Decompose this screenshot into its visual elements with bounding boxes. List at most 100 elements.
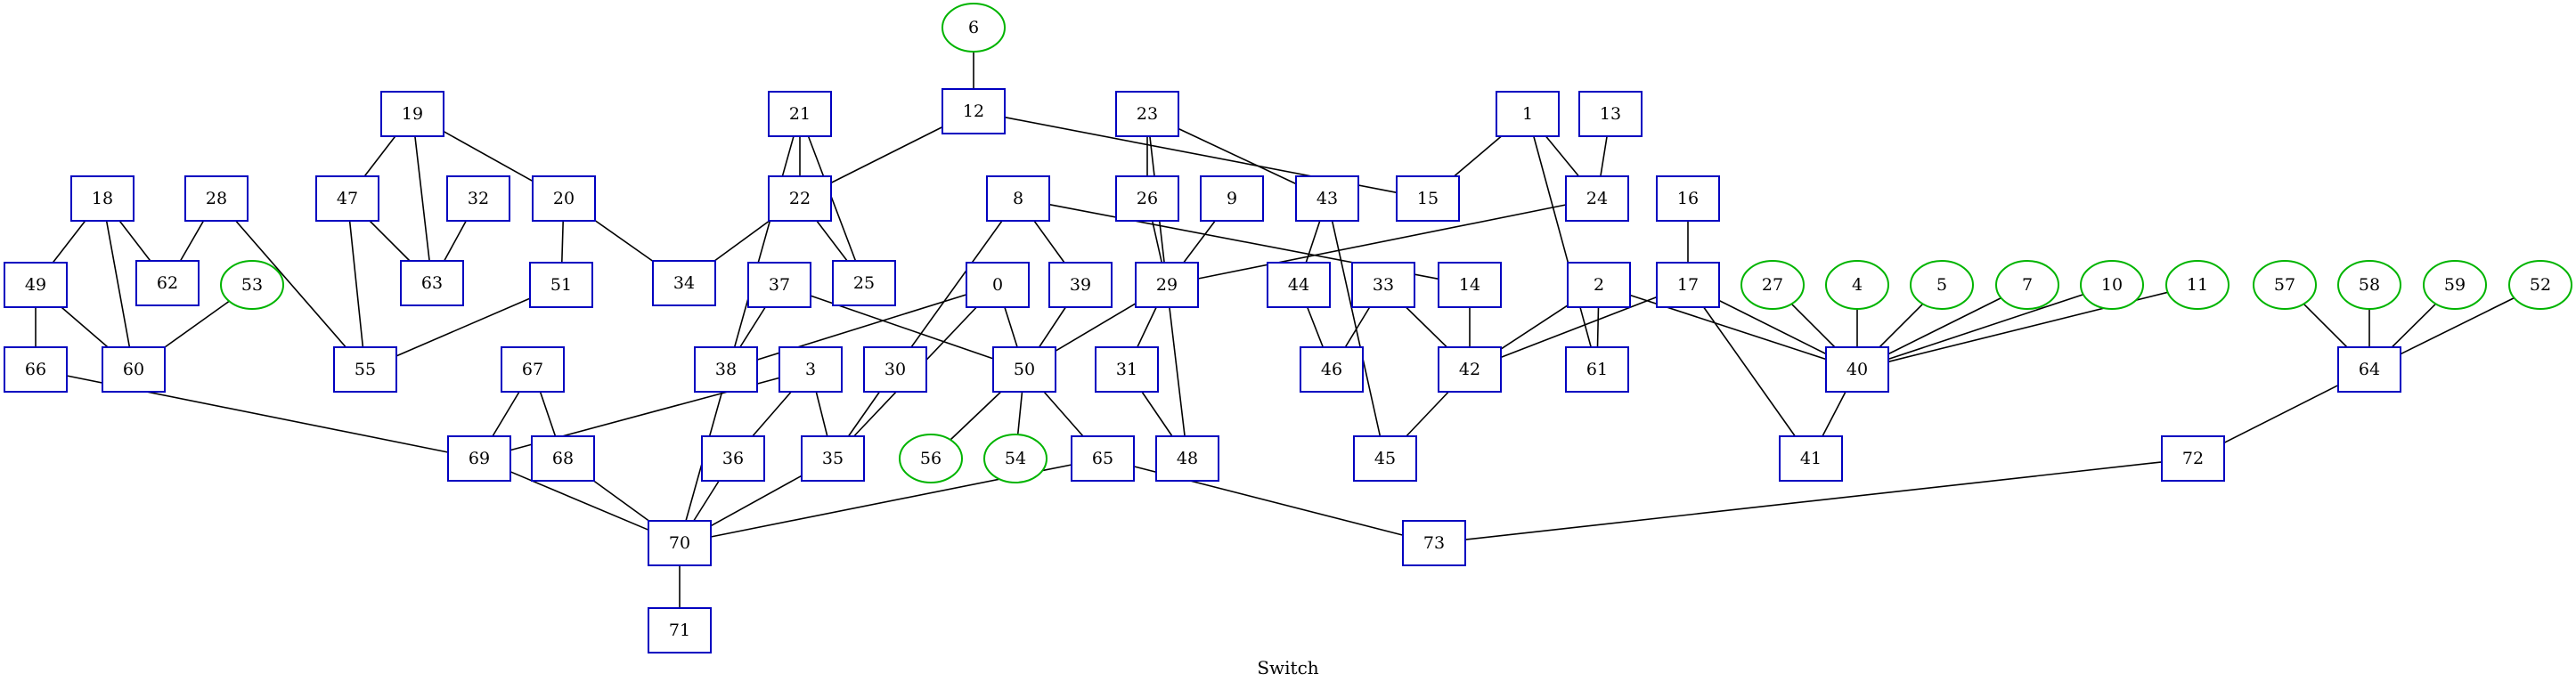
switch-node-45[interactable]: 45 <box>1353 435 1417 482</box>
host-ellipse <box>220 260 284 310</box>
switch-node-29[interactable]: 29 <box>1135 262 1199 308</box>
switch-node-38[interactable]: 38 <box>694 346 758 393</box>
switch-node-18[interactable]: 18 <box>70 175 135 222</box>
switch-node-19[interactable]: 19 <box>380 91 444 137</box>
switch-node-42[interactable]: 42 <box>1438 346 1502 393</box>
switch-node-14[interactable]: 14 <box>1438 262 1502 308</box>
switch-box <box>2161 435 2225 482</box>
host-node-52[interactable]: 52 <box>2508 260 2572 310</box>
switch-node-48[interactable]: 48 <box>1155 435 1219 482</box>
switch-node-66[interactable]: 66 <box>4 346 68 393</box>
node-label: 45 <box>1374 449 1396 468</box>
switch-node-51[interactable]: 51 <box>529 262 593 308</box>
switch-node-0[interactable]: 0 <box>966 262 1030 308</box>
switch-node-16[interactable]: 16 <box>1656 175 1720 222</box>
switch-node-12[interactable]: 12 <box>942 88 1006 134</box>
switch-node-72[interactable]: 72 <box>2161 435 2225 482</box>
edge-2-61 <box>1596 306 1600 348</box>
switch-node-32[interactable]: 32 <box>446 175 510 222</box>
host-node-53[interactable]: 53 <box>220 260 284 310</box>
host-node-27[interactable]: 27 <box>1740 260 1805 310</box>
switch-node-61[interactable]: 61 <box>1565 346 1629 393</box>
switch-node-33[interactable]: 33 <box>1351 262 1415 308</box>
switch-box <box>529 262 593 308</box>
switch-node-15[interactable]: 15 <box>1396 175 1460 222</box>
switch-node-65[interactable]: 65 <box>1071 435 1135 482</box>
switch-node-25[interactable]: 25 <box>832 260 896 306</box>
switch-node-20[interactable]: 20 <box>532 175 596 222</box>
switch-node-3[interactable]: 3 <box>779 346 843 393</box>
switch-node-37[interactable]: 37 <box>747 262 811 308</box>
switch-node-50[interactable]: 50 <box>992 346 1056 393</box>
switch-node-36[interactable]: 36 <box>701 435 765 482</box>
host-node-10[interactable]: 10 <box>2080 260 2144 310</box>
switch-node-46[interactable]: 46 <box>1300 346 1364 393</box>
host-node-5[interactable]: 5 <box>1910 260 1974 310</box>
switch-node-28[interactable]: 28 <box>184 175 249 222</box>
node-label: 41 <box>1800 449 1822 468</box>
host-node-7[interactable]: 7 <box>1995 260 2059 310</box>
switch-node-64[interactable]: 64 <box>2337 346 2401 393</box>
switch-node-17[interactable]: 17 <box>1656 262 1720 308</box>
node-label: 22 <box>789 189 811 208</box>
node-label: 30 <box>884 360 906 379</box>
switch-node-30[interactable]: 30 <box>863 346 927 393</box>
switch-node-63[interactable]: 63 <box>400 260 464 306</box>
switch-node-68[interactable]: 68 <box>531 435 595 482</box>
node-label: 23 <box>1137 104 1158 124</box>
switch-box <box>652 260 716 306</box>
switch-node-70[interactable]: 70 <box>648 520 712 566</box>
switch-node-41[interactable]: 41 <box>1779 435 1843 482</box>
host-node-6[interactable]: 6 <box>942 3 1006 53</box>
host-node-57[interactable]: 57 <box>2253 260 2317 310</box>
switch-node-69[interactable]: 69 <box>447 435 511 482</box>
switch-node-71[interactable]: 71 <box>648 607 712 653</box>
host-node-11[interactable]: 11 <box>2165 260 2230 310</box>
node-label: 12 <box>963 101 984 121</box>
host-node-59[interactable]: 59 <box>2423 260 2487 310</box>
switch-node-67[interactable]: 67 <box>501 346 565 393</box>
host-node-56[interactable]: 56 <box>899 434 963 483</box>
switch-box <box>1402 520 1466 566</box>
switch-node-1[interactable]: 1 <box>1496 91 1560 137</box>
host-ellipse <box>1910 260 1974 310</box>
node-label: 34 <box>673 273 695 293</box>
switch-node-22[interactable]: 22 <box>768 175 832 222</box>
switch-box <box>400 260 464 306</box>
switch-node-13[interactable]: 13 <box>1578 91 1643 137</box>
switch-node-34[interactable]: 34 <box>652 260 716 306</box>
switch-box <box>380 91 444 137</box>
switch-node-31[interactable]: 31 <box>1095 346 1159 393</box>
node-label: 29 <box>1156 275 1178 295</box>
switch-node-24[interactable]: 24 <box>1565 175 1629 222</box>
switch-node-49[interactable]: 49 <box>4 262 68 308</box>
edge-8-30 <box>910 220 1003 348</box>
switch-node-44[interactable]: 44 <box>1267 262 1331 308</box>
switch-node-21[interactable]: 21 <box>768 91 832 137</box>
edge-1-24 <box>1545 135 1580 177</box>
host-ellipse <box>1995 260 2059 310</box>
switch-node-8[interactable]: 8 <box>986 175 1050 222</box>
node-label: 56 <box>920 449 942 468</box>
switch-box <box>1300 346 1364 393</box>
switch-node-73[interactable]: 73 <box>1402 520 1466 566</box>
switch-node-39[interactable]: 39 <box>1048 262 1113 308</box>
switch-node-55[interactable]: 55 <box>333 346 397 393</box>
switch-node-26[interactable]: 26 <box>1115 175 1179 222</box>
switch-node-40[interactable]: 40 <box>1825 346 1889 393</box>
switch-node-9[interactable]: 9 <box>1200 175 1264 222</box>
switch-node-60[interactable]: 60 <box>102 346 166 393</box>
host-node-54[interactable]: 54 <box>983 434 1048 483</box>
host-node-58[interactable]: 58 <box>2337 260 2401 310</box>
switch-node-23[interactable]: 23 <box>1115 91 1179 137</box>
node-label: 40 <box>1846 360 1868 379</box>
switch-node-2[interactable]: 2 <box>1567 262 1631 308</box>
switch-node-43[interactable]: 43 <box>1295 175 1359 222</box>
host-node-4[interactable]: 4 <box>1825 260 1889 310</box>
node-label: 49 <box>25 275 46 295</box>
switch-node-62[interactable]: 62 <box>135 260 200 306</box>
switch-node-35[interactable]: 35 <box>801 435 865 482</box>
switch-node-47[interactable]: 47 <box>315 175 379 222</box>
